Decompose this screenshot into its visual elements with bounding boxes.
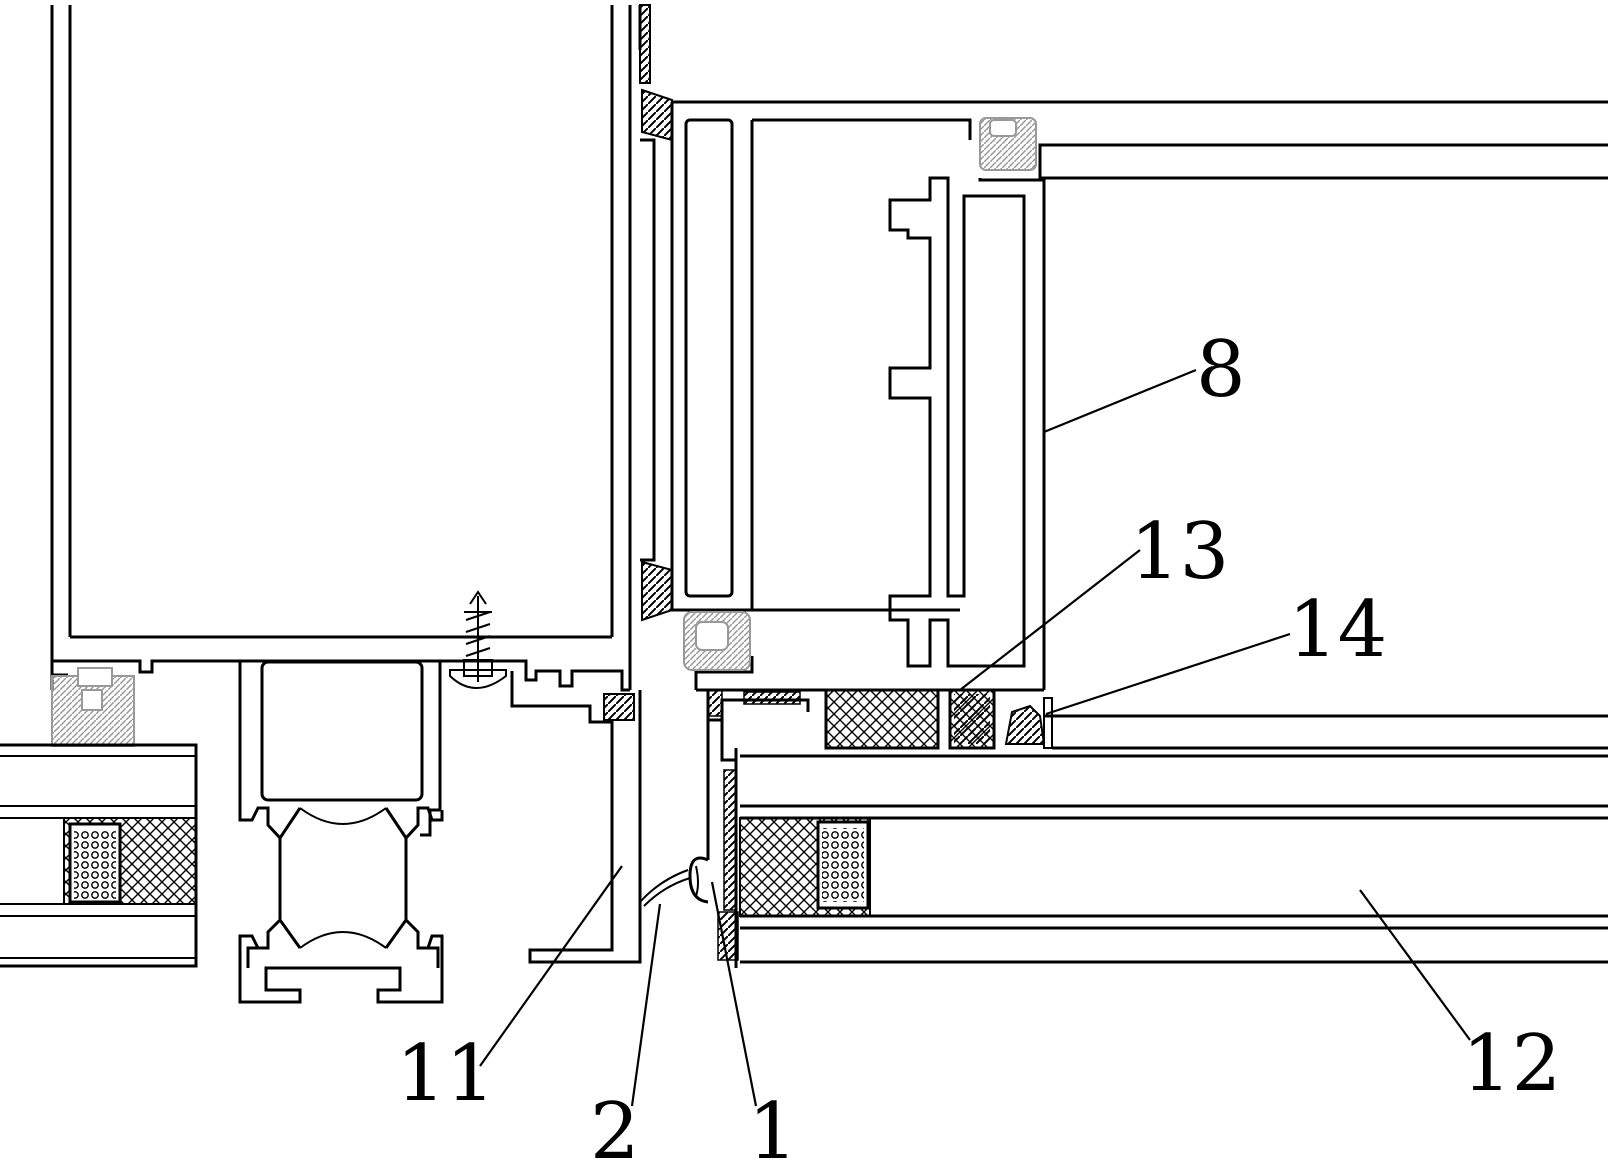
right-gaskets xyxy=(683,117,1037,671)
label-1: 1 xyxy=(748,1087,798,1164)
glazing-clip xyxy=(706,689,810,860)
left-gasket xyxy=(51,667,135,747)
label-8: 8 xyxy=(1196,325,1246,415)
label-14: 14 xyxy=(1288,585,1387,675)
seal-1-and-wire-2 xyxy=(639,856,709,907)
label-11: 11 xyxy=(396,1029,495,1119)
left-mullion-profile xyxy=(50,5,635,1004)
right-glass-unit xyxy=(717,714,1608,968)
label-13: 13 xyxy=(1130,507,1229,597)
seal-13 xyxy=(824,688,996,750)
label-2: 2 xyxy=(590,1087,640,1164)
right-sash-frame xyxy=(638,4,1608,692)
left-glass-unit xyxy=(0,743,198,968)
leader-lines xyxy=(479,368,1471,1107)
seal-14 xyxy=(1004,697,1053,749)
frame-11 xyxy=(528,690,642,964)
label-12: 12 xyxy=(1462,1019,1561,1109)
